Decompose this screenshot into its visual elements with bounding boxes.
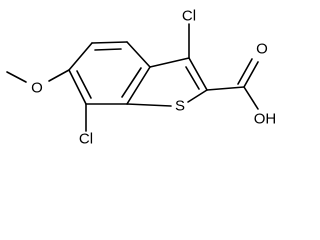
bond-c2-cooh [206, 86, 245, 91]
bond-c7a-c3a-inner [121, 67, 142, 98]
bond-carbonyl-outer [243, 61, 259, 88]
bonds [6, 23, 259, 132]
bond-c6-o [48, 69, 70, 82]
bond-c4-c5 [91, 41, 128, 44]
bond-o-ch3 [6, 71, 27, 83]
methoxy-oxygen-label: O [31, 80, 43, 97]
chlorine-label-top: Cl [182, 8, 196, 25]
bond-c6-c7 [68, 69, 87, 105]
bond-c7a-c3a [126, 66, 151, 105]
bond-c-oh [243, 86, 259, 110]
bond-c2-s [187, 89, 208, 103]
bond-c5-c6 [68, 42, 93, 71]
bond-c3a-c4 [126, 41, 151, 68]
bond-c3a-c3 [149, 57, 190, 68]
bond-c6-c7-inner [76, 70, 92, 99]
bond-carbonyl-inner [237, 58, 253, 85]
atom-labels: Cl Cl S O O OH [31, 8, 276, 148]
bond-c3-c2 [188, 57, 208, 91]
bond-s-c7a [126, 103, 172, 107]
hydroxyl-label: OH [254, 111, 277, 128]
sulfur-label: S [175, 98, 185, 115]
chemical-structure-diagram: Cl Cl S O O OH [6, 8, 276, 148]
chlorine-label-bottom: Cl [79, 131, 93, 148]
bond-c3-c2-inner [185, 66, 200, 90]
bond-c4-c5-inner [94, 48, 122, 51]
carbonyl-oxygen-label: O [256, 41, 268, 58]
